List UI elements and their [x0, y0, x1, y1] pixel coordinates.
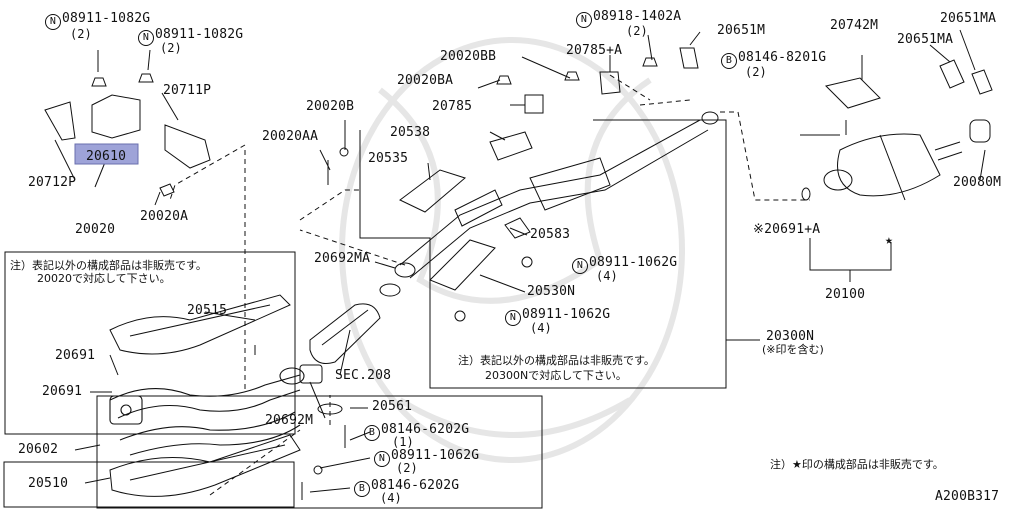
star-marker: ★ — [885, 233, 894, 248]
box-20510 — [3, 461, 295, 508]
nut-symbol: N — [45, 14, 61, 30]
bolt-symbol: B — [354, 481, 370, 497]
callout-20080m[interactable]: 20080M — [953, 175, 1002, 190]
bracket-20100 — [809, 238, 892, 271]
note-non-sale-20300n-line1: 注）表記以外の構成部品は非販売です。 — [458, 354, 655, 367]
catalytic-converter — [299, 303, 381, 500]
nut-symbol: N — [138, 30, 154, 46]
mount-bracket — [44, 73, 211, 197]
nut-symbol: N — [505, 310, 521, 326]
callout-20530n[interactable]: 20530N — [527, 284, 576, 299]
callout-20610-highlighted[interactable]: 20610 — [86, 149, 127, 164]
dashed-guides — [169, 74, 810, 496]
callout-20691-a[interactable]: 20691 — [55, 348, 96, 363]
callout-20602[interactable]: 20602 — [18, 442, 59, 457]
quantity: (2) — [396, 461, 418, 475]
quantity: (4) — [530, 321, 552, 335]
callout-20742m[interactable]: 20742M — [830, 18, 879, 33]
callout-20538[interactable]: 20538 — [390, 125, 431, 140]
box-20300n — [359, 119, 727, 389]
callout-20300n[interactable]: 20300N — [766, 329, 815, 344]
bolt-symbol: B — [721, 53, 737, 69]
watermark-emblem — [339, 37, 685, 463]
section-ref-208[interactable]: SEC.208 — [335, 368, 392, 383]
callout-20711p[interactable]: 20711P — [163, 83, 212, 98]
callout-20692ma[interactable]: 20692MA — [314, 251, 371, 266]
part-number: 08911-1082G — [62, 11, 151, 26]
callout-20020aa[interactable]: 20020AA — [262, 129, 319, 144]
part-number: 08911-1062G — [589, 255, 678, 270]
callout-20020bb[interactable]: 20020BB — [440, 49, 497, 64]
heat-shield-20510 — [109, 434, 301, 497]
callout-20651ma-a[interactable]: 20651MA — [940, 11, 997, 26]
bolt-symbol: B — [364, 425, 380, 441]
part-number: 08146-8201G — [738, 50, 827, 65]
box-20020 — [4, 251, 296, 435]
nut-symbol: N — [576, 12, 592, 28]
center-pipe-resonator — [379, 111, 719, 297]
callout-20651m[interactable]: 20651M — [717, 23, 766, 38]
callout-20785[interactable]: 20785 — [432, 99, 473, 114]
center-heat-shields — [327, 131, 533, 322]
callout-20712p[interactable]: 20712P — [28, 175, 77, 190]
callout-20561[interactable]: 20561 — [372, 399, 413, 414]
part-number: 08911-1062G — [522, 307, 611, 322]
part-number: 08146-6202G — [381, 422, 470, 437]
callout-20515[interactable]: 20515 — [187, 303, 228, 318]
callout-20020b[interactable]: 20020B — [306, 99, 355, 114]
callout-20020[interactable]: 20020 — [75, 222, 116, 237]
nut-symbol: N — [374, 451, 390, 467]
quantity: (4) — [596, 269, 618, 283]
callout-20691a[interactable]: ※20691+A — [753, 222, 821, 237]
quantity: (4) — [380, 491, 402, 505]
box-hardware — [96, 395, 543, 509]
muffler-and-hangers — [496, 47, 993, 201]
note-non-sale-20020-line1: 注）表記以外の構成部品は非販売です。 — [10, 259, 207, 272]
callout-20020ba[interactable]: 20020BA — [397, 73, 454, 88]
callout-20535[interactable]: 20535 — [368, 151, 409, 166]
quantity: (2) — [70, 27, 92, 41]
callout-20691-b[interactable]: 20691 — [42, 384, 83, 399]
callout-20692m[interactable]: 20692M — [265, 413, 314, 428]
note-star-non-sale: 注）★印の構成部品は非販売です。 — [770, 458, 944, 471]
part-number: 08911-1082G — [155, 27, 244, 42]
nut-symbol: N — [572, 258, 588, 274]
highlight-box — [74, 143, 139, 165]
note-non-sale-20020-line2: 20020で対応して下さい。 — [37, 272, 171, 285]
callout-20510[interactable]: 20510 — [28, 476, 69, 491]
quantity: (1) — [392, 435, 414, 449]
callout-20300n-note: (※印を含む) — [762, 343, 824, 356]
front-exhaust-pipe — [109, 367, 305, 456]
callout-20020a[interactable]: 20020A — [140, 209, 189, 224]
part-number: 08146-6202G — [371, 478, 460, 493]
callout-20583[interactable]: 20583 — [530, 227, 571, 242]
quantity: (2) — [160, 41, 182, 55]
quantity: (2) — [626, 24, 648, 38]
note-non-sale-20300n-line2: 20300Nで対応して下さい。 — [485, 369, 627, 382]
part-number: 08918-1402A — [593, 9, 682, 24]
quantity: (2) — [745, 65, 767, 79]
diagram-code: A200B317 — [935, 489, 1000, 504]
callout-20785a[interactable]: 20785+A — [566, 43, 623, 58]
callout-20100[interactable]: 20100 — [825, 287, 866, 302]
part-number: 08911-1062G — [391, 448, 480, 463]
heat-shield-20515 — [109, 294, 291, 355]
callout-20651ma-b[interactable]: 20651MA — [897, 32, 954, 47]
